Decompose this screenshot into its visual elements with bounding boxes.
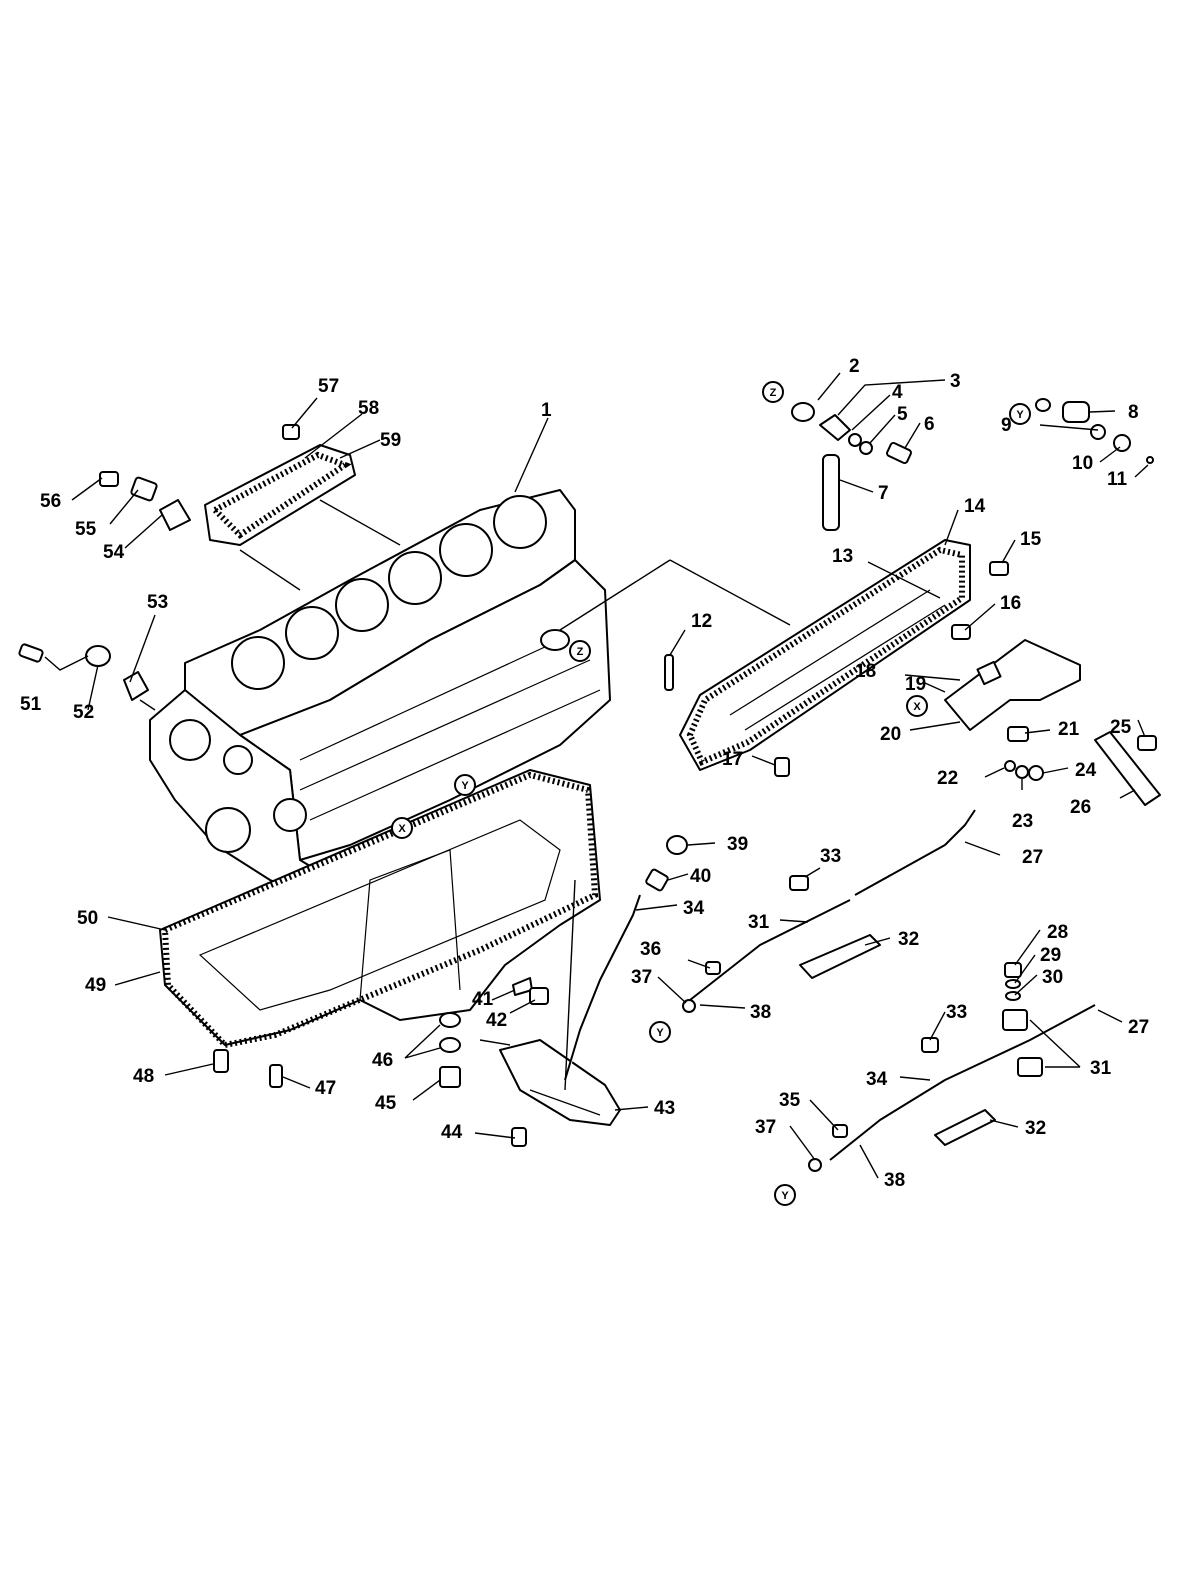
- callout-41: 41: [472, 989, 494, 1010]
- callout-31: 31: [1090, 1058, 1112, 1079]
- side-cover-plate-drawing: [204, 444, 356, 546]
- callout-45: 45: [375, 1093, 397, 1114]
- callout-32: 32: [898, 929, 919, 950]
- callout-10: 10: [1072, 453, 1093, 474]
- callout-40: 40: [690, 866, 711, 887]
- callout-46: 46: [372, 1050, 393, 1071]
- callout-26: 26: [1070, 797, 1091, 818]
- callout-25: 25: [1110, 717, 1132, 738]
- callout-52: 52: [73, 702, 94, 723]
- callout-48: 48: [133, 1066, 154, 1087]
- oil-pan-drawing: [159, 769, 601, 1049]
- callout-11: 11: [1107, 469, 1128, 490]
- callout-39: 39: [727, 834, 748, 855]
- callout-28: 28: [1047, 922, 1068, 943]
- callout-labels: 1 2 3 4 5 6 7 8 9 10 11 12 13 14 15 16 1…: [20, 356, 1149, 1191]
- callout-20: 20: [880, 724, 901, 745]
- callout-24: 24: [1075, 760, 1097, 781]
- callout-32: 32: [1025, 1118, 1046, 1139]
- ref-marker-z: Z: [577, 646, 584, 658]
- callout-1: 1: [541, 400, 552, 421]
- callout-27: 27: [1128, 1017, 1149, 1038]
- ref-marker-y: Y: [1016, 409, 1024, 421]
- callout-8: 8: [1128, 402, 1139, 423]
- dipstick-tubes-drawing: [564, 809, 1096, 1161]
- callout-21: 21: [1058, 719, 1080, 740]
- ref-marker-z: Z: [770, 387, 777, 399]
- callout-15: 15: [1020, 529, 1042, 550]
- callout-35: 35: [779, 1090, 801, 1111]
- callout-50: 50: [77, 908, 98, 929]
- callout-17: 17: [722, 749, 743, 770]
- bracket-26-drawing: [1094, 731, 1161, 806]
- callout-47: 47: [315, 1078, 336, 1099]
- callout-16: 16: [1000, 593, 1021, 614]
- side-cover-13-drawing: [679, 539, 971, 771]
- callout-38: 38: [750, 1002, 771, 1023]
- callout-59: 59: [380, 430, 401, 451]
- callout-36: 36: [640, 939, 661, 960]
- callout-13: 13: [832, 546, 853, 567]
- callout-29: 29: [1040, 945, 1061, 966]
- callout-43: 43: [654, 1098, 675, 1119]
- callout-3: 3: [950, 371, 961, 392]
- mount-bracket-drawing: [944, 639, 1081, 731]
- callout-34: 34: [683, 898, 705, 919]
- callout-57: 57: [318, 376, 339, 397]
- callout-54: 54: [103, 542, 125, 563]
- ref-marker-y: Y: [461, 780, 469, 792]
- reference-markers: Z Z Y Y Y Y X X: [391, 381, 1031, 1206]
- callout-19: 19: [905, 674, 926, 695]
- callout-53: 53: [147, 592, 168, 613]
- leader-lines: [44, 372, 1149, 1179]
- callout-18: 18: [855, 661, 876, 682]
- callout-34: 34: [866, 1069, 888, 1090]
- callout-37: 37: [755, 1117, 776, 1138]
- callout-23: 23: [1012, 811, 1033, 832]
- ref-marker-x: X: [913, 701, 921, 713]
- ref-marker-x: X: [398, 823, 406, 835]
- callout-4: 4: [892, 382, 903, 403]
- cylinder-block-drawing: [149, 489, 611, 906]
- callout-55: 55: [75, 519, 97, 540]
- callout-44: 44: [441, 1122, 463, 1143]
- callout-56: 56: [40, 491, 61, 512]
- callout-2: 2: [849, 356, 860, 377]
- callout-12: 12: [691, 611, 712, 632]
- oil-pickup-drawing: [479, 879, 621, 1126]
- callout-27: 27: [1022, 847, 1043, 868]
- ref-marker-y: Y: [781, 1190, 789, 1202]
- callout-37: 37: [631, 967, 652, 988]
- callout-58: 58: [358, 398, 379, 419]
- callout-42: 42: [486, 1010, 507, 1031]
- callout-38: 38: [884, 1170, 905, 1191]
- callout-22: 22: [937, 768, 958, 789]
- callout-49: 49: [85, 975, 106, 996]
- callout-31: 31: [748, 912, 770, 933]
- callout-33: 33: [946, 1002, 967, 1023]
- callout-33: 33: [820, 846, 841, 867]
- callout-9: 9: [1001, 415, 1012, 436]
- callout-30: 30: [1042, 967, 1063, 988]
- callout-51: 51: [20, 694, 42, 715]
- ref-marker-y: Y: [656, 1027, 664, 1039]
- callout-6: 6: [924, 414, 935, 435]
- callout-14: 14: [964, 496, 986, 517]
- callout-5: 5: [897, 404, 908, 425]
- callout-7: 7: [878, 483, 889, 504]
